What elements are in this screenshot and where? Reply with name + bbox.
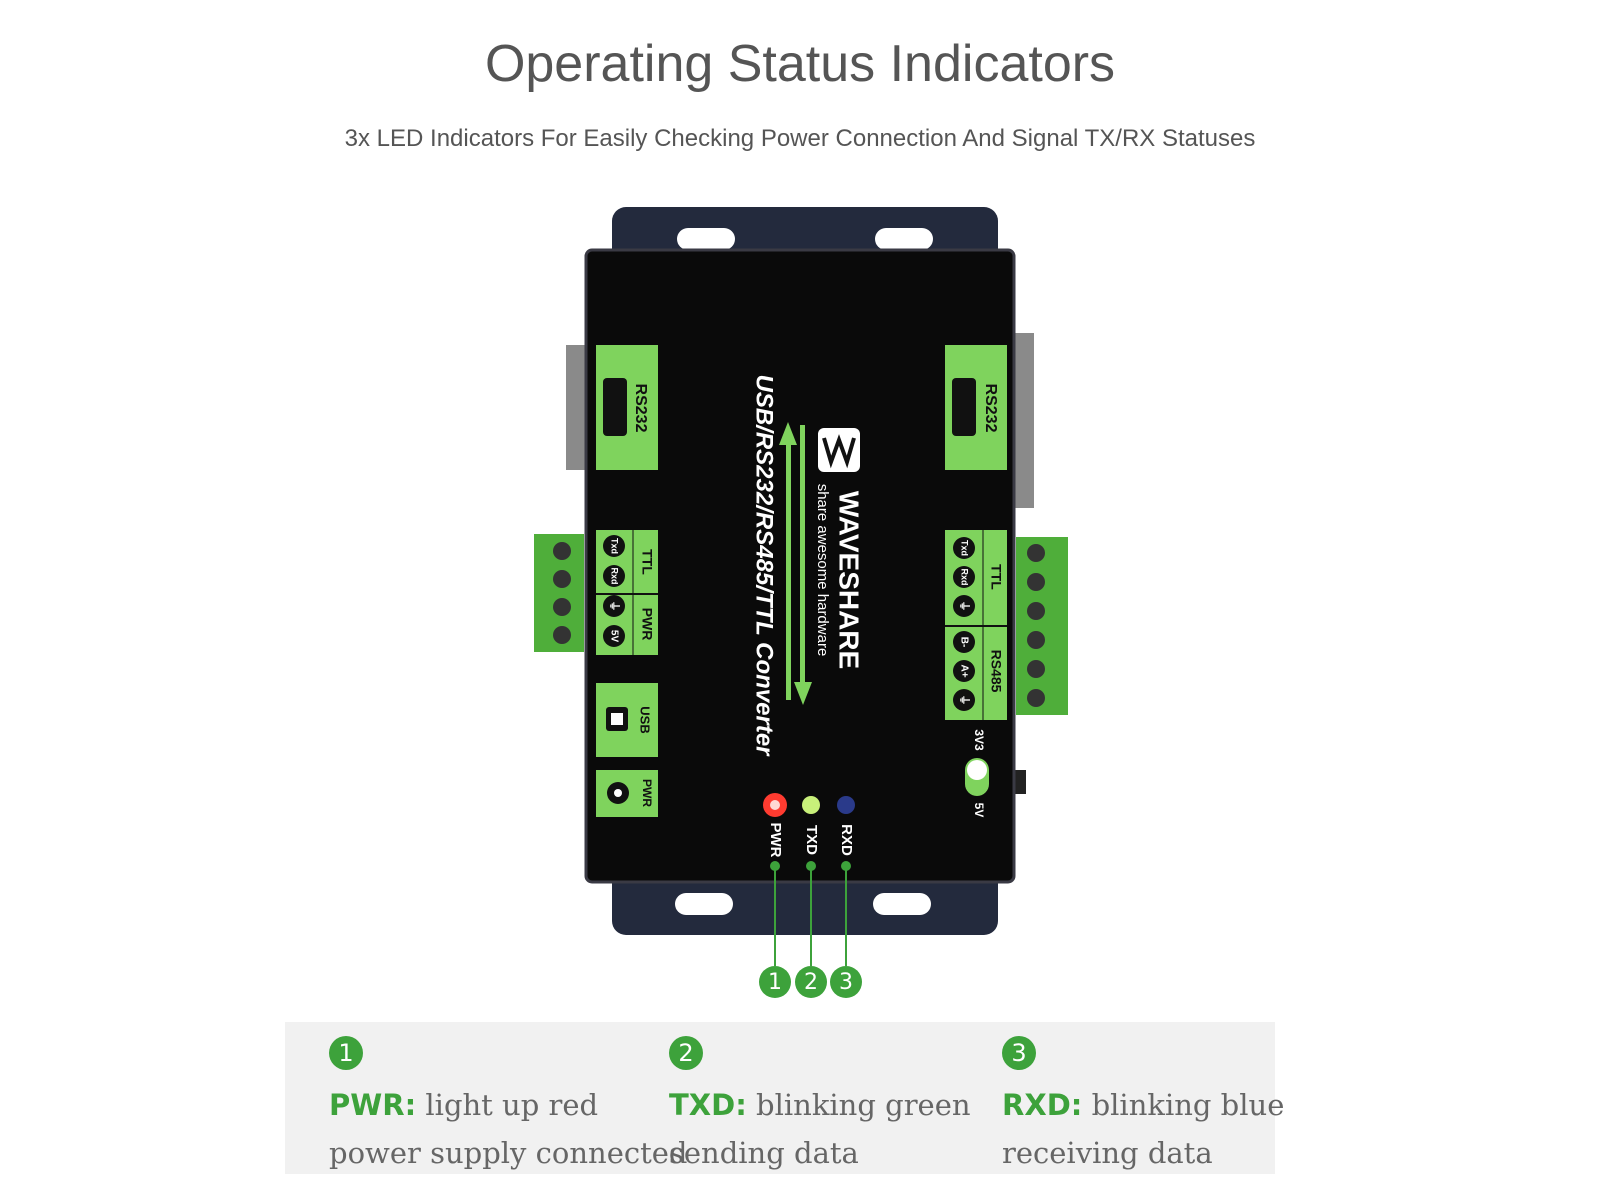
- pin-txd-right: Txd: [960, 540, 970, 556]
- legend-value-pwr: light up red: [425, 1088, 599, 1122]
- page-title: Operating Status Indicators: [484, 35, 1116, 93]
- switch-label-5v: 5V: [972, 803, 986, 818]
- led-label-txd: TXD: [803, 825, 820, 855]
- port-label-rs232-right: RS232: [982, 384, 999, 433]
- pin-rxd-right: Rxd: [960, 568, 970, 585]
- pin-rxd-left: Rxd: [610, 567, 620, 584]
- mount-hole-bottom-right: [873, 893, 931, 915]
- legend-desc-pwr: power supply connected: [329, 1136, 688, 1170]
- converter-device-illustration: RS232 Txd Rxd ⏚ 5V TTL PWR USB PWR USB/R…: [534, 207, 1068, 998]
- led-label-pwr: PWR: [767, 823, 784, 858]
- legend-badge-2: 2: [669, 1036, 703, 1070]
- legend-key-txd: TXD:: [669, 1088, 747, 1122]
- pin-txd-left: Txd: [610, 538, 620, 554]
- terminal-block-right: [1016, 537, 1068, 715]
- brand-tagline: share awesome hardware: [814, 484, 831, 657]
- pin-5v-left: 5V: [608, 630, 619, 643]
- db9-shell-right: [1012, 333, 1034, 508]
- legend-key-pwr: PWR:: [329, 1088, 417, 1122]
- product-name: USB/RS232/RS485/TTL Converter: [751, 374, 778, 757]
- port-label-pwr-block-left: PWR: [639, 608, 655, 641]
- side-button-right: [1014, 770, 1026, 794]
- page-subtitle: 3x LED Indicators For Easily Checking Po…: [344, 125, 1256, 152]
- mount-hole-top-right: [875, 228, 933, 250]
- ground-icon-right-rs485: ⏚: [958, 695, 971, 706]
- waveshare-logo-icon: [818, 428, 860, 472]
- legend-key-rxd: RXD:: [1002, 1088, 1083, 1122]
- legend-desc-txd: sending data: [669, 1136, 859, 1170]
- callout-number-3: 3: [839, 970, 853, 995]
- port-label-ttl-left: TTL: [639, 549, 655, 575]
- callout-badge-2: [795, 966, 827, 998]
- port-label-usb: USB: [638, 706, 653, 733]
- legend-item-pwr: 1 PWR: light up red power supply connect…: [329, 1036, 688, 1170]
- switch-label-3v3: 3V3: [972, 729, 986, 751]
- legend-item-rxd: 3 RXD: blinking blue receiving data: [1002, 1036, 1284, 1170]
- led-legend-panel: 1 PWR: light up red power supply connect…: [285, 1022, 1284, 1174]
- ground-icon-left: ⏚: [608, 601, 621, 612]
- legend-status-pwr: PWR: light up red: [329, 1088, 688, 1122]
- db9-shell-left: [566, 345, 588, 470]
- brand-name: WAVESHARE: [834, 491, 865, 669]
- mount-hole-bottom-left: [675, 893, 733, 915]
- db9-port-icon-left: [603, 378, 627, 436]
- legend-item-txd: 2 TXD: blinking green sending data: [669, 1036, 971, 1170]
- legend-badge-1: 1: [329, 1036, 363, 1070]
- port-label-pwr-jack: PWR: [640, 779, 654, 807]
- data-flow-arrows: [779, 422, 812, 705]
- mount-hole-top-left: [677, 228, 735, 250]
- port-label-rs232-left: RS232: [632, 384, 649, 433]
- legend-value-rxd: blinking blue: [1091, 1088, 1285, 1122]
- callout-lines: [770, 861, 851, 966]
- legend-value-txd: blinking green: [756, 1088, 971, 1122]
- ground-icon-right-ttl: ⏚: [958, 601, 971, 612]
- port-label-ttl-right: TTL: [988, 564, 1004, 590]
- callout-number-1: 1: [768, 970, 782, 995]
- callout-number-2: 2: [804, 970, 818, 995]
- legend-status-rxd: RXD: blinking blue: [1002, 1088, 1284, 1122]
- legend-desc-rxd: receiving data: [1002, 1136, 1213, 1170]
- led-label-rxd: RXD: [838, 824, 855, 856]
- callout-badge-1: [759, 966, 791, 998]
- db9-port-icon-right: [952, 378, 976, 436]
- legend-badge-3: 3: [1002, 1036, 1036, 1070]
- led-txd: [802, 796, 820, 814]
- pin-a-right: A+: [958, 664, 969, 677]
- terminal-block-left: [534, 534, 584, 652]
- port-label-rs485-right: RS485: [988, 650, 1004, 693]
- pin-b-right: B-: [958, 637, 969, 648]
- legend-status-txd: TXD: blinking green: [669, 1088, 971, 1122]
- callout-badge-3: [830, 966, 862, 998]
- led-rxd: [837, 796, 855, 814]
